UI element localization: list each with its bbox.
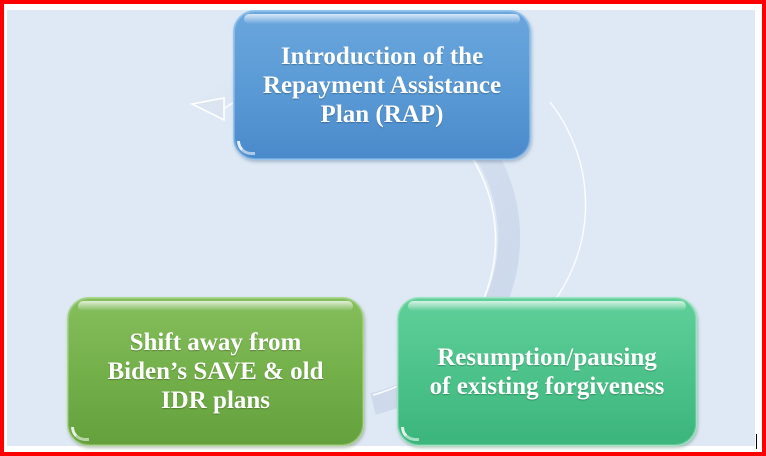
cycle-step-top-line-3: Plan (RAP): [320, 100, 444, 128]
arrowhead-icon: [189, 97, 225, 122]
cycle-step-bottom-left-line-3: IDR plans: [160, 387, 271, 414]
cycle-step-top-line-2: Repayment Assistance: [262, 71, 502, 99]
cycle-step-bottom-left-line-1: Shift away from: [129, 329, 302, 356]
cycle-step-bottom-right-line-2: of existing forgiveness: [429, 372, 665, 400]
cycle-step-bottom-right-line-1: Resumption/pausing: [437, 343, 657, 371]
cycle-step-bottom-left-line-2: Biden’s SAVE & old: [107, 358, 324, 385]
cycle-arc-highlight-outer: [549, 101, 587, 301]
text-cursor: [756, 434, 757, 449]
cycle-step-top-line-1: Introduction of the: [280, 42, 484, 70]
